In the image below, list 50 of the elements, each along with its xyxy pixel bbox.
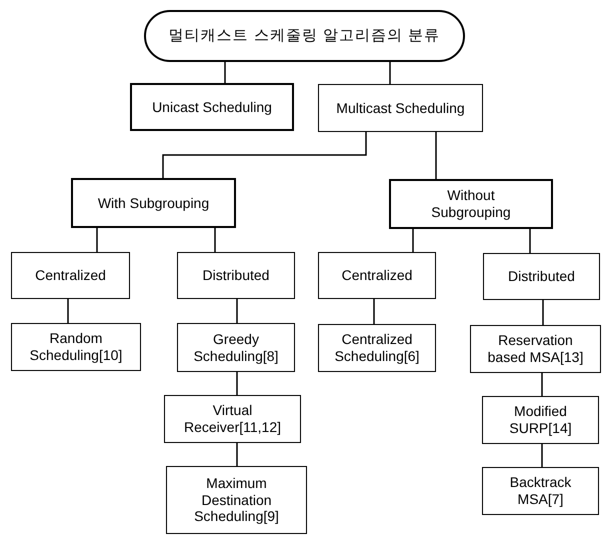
connector-line [224, 62, 226, 83]
connector-line [373, 299, 375, 324]
connector-line [412, 229, 414, 252]
category-label: Unicast Scheduling [152, 98, 272, 116]
category-box [389, 179, 553, 229]
connector-line [529, 229, 531, 253]
category-label: With Subgrouping [98, 194, 210, 212]
root-terminal [144, 10, 465, 62]
connector-line [236, 443, 238, 466]
category-label: Multicast Scheduling [336, 100, 465, 116]
category-label: Virtual Receiver[11,12] [182, 402, 282, 436]
category-box [130, 83, 294, 131]
category-box [482, 396, 599, 444]
category-label: Centralized [35, 267, 106, 284]
category-label: Distributed [508, 268, 575, 285]
category-box [11, 323, 141, 371]
category-label: Modified SURP[14] [508, 403, 573, 437]
connector-line [214, 228, 216, 252]
connector-line [67, 299, 69, 323]
category-label: 멀티캐스트 스케줄링 알고리즘의 분류 [168, 27, 440, 45]
category-box [470, 325, 601, 373]
connector-line [389, 62, 391, 84]
category-box [318, 324, 436, 372]
category-label: Maximum Destination Scheduling[9] [193, 474, 280, 526]
category-label: Backtrack MSA[7] [508, 474, 572, 508]
category-box [164, 395, 301, 443]
connector-line [162, 132, 367, 178]
category-label: Reservation based MSA[13] [486, 332, 584, 366]
connector-line [541, 373, 543, 396]
category-box [71, 178, 236, 228]
category-box [318, 252, 436, 299]
category-box [318, 84, 483, 132]
category-box [483, 253, 600, 300]
connector-line [96, 228, 98, 252]
category-box [177, 323, 295, 372]
category-box [11, 252, 130, 299]
category-box [177, 252, 295, 299]
connector-line [236, 372, 238, 395]
connector-line [542, 300, 544, 325]
category-label: Greedy Scheduling[8] [192, 330, 280, 364]
category-label: Centralized Scheduling[6] [334, 331, 420, 365]
category-label: Without Subgrouping [430, 187, 512, 221]
connector-line [236, 299, 238, 323]
connector-line [435, 132, 437, 179]
category-label: Distributed [202, 267, 270, 284]
connector-line [541, 444, 543, 467]
category-box [482, 467, 599, 515]
category-label: Centralized [342, 267, 412, 284]
category-label: Random Scheduling[10] [28, 330, 124, 364]
category-box [166, 466, 307, 534]
